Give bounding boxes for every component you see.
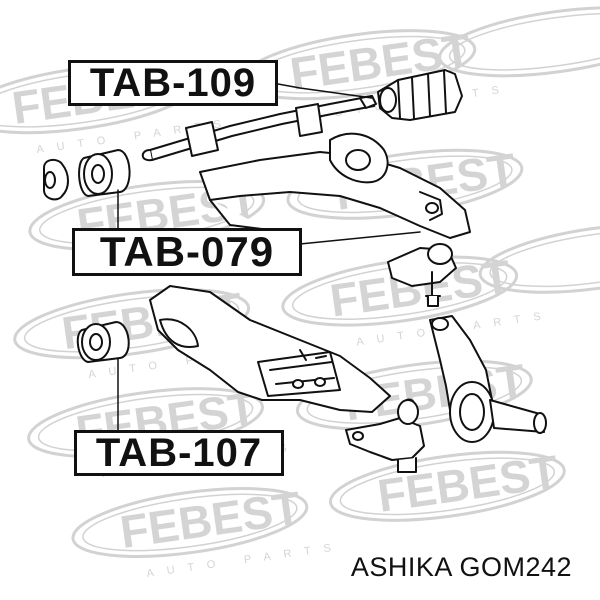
callout-tab-109: TAB-109 bbox=[68, 60, 278, 106]
boot-bushing-part bbox=[377, 69, 463, 121]
steering-knuckle bbox=[429, 315, 547, 443]
leader-lines bbox=[117, 83, 421, 433]
bushing-left-part bbox=[43, 149, 131, 201]
bushing-lower-part bbox=[76, 321, 130, 363]
part-number-caption: ASHIKA GOM242 bbox=[350, 552, 572, 582]
upper-arm-shaft bbox=[141, 95, 377, 162]
lower-control-arm bbox=[149, 285, 391, 413]
callout-tab-107: TAB-107 bbox=[74, 430, 284, 476]
callout-tab-079: TAB-079 bbox=[72, 228, 302, 276]
watermark-brand: FEBEST bbox=[117, 481, 304, 558]
lower-ball-joint bbox=[345, 398, 425, 473]
upper-ball-joint bbox=[387, 243, 457, 307]
upper-control-arm bbox=[199, 132, 471, 239]
